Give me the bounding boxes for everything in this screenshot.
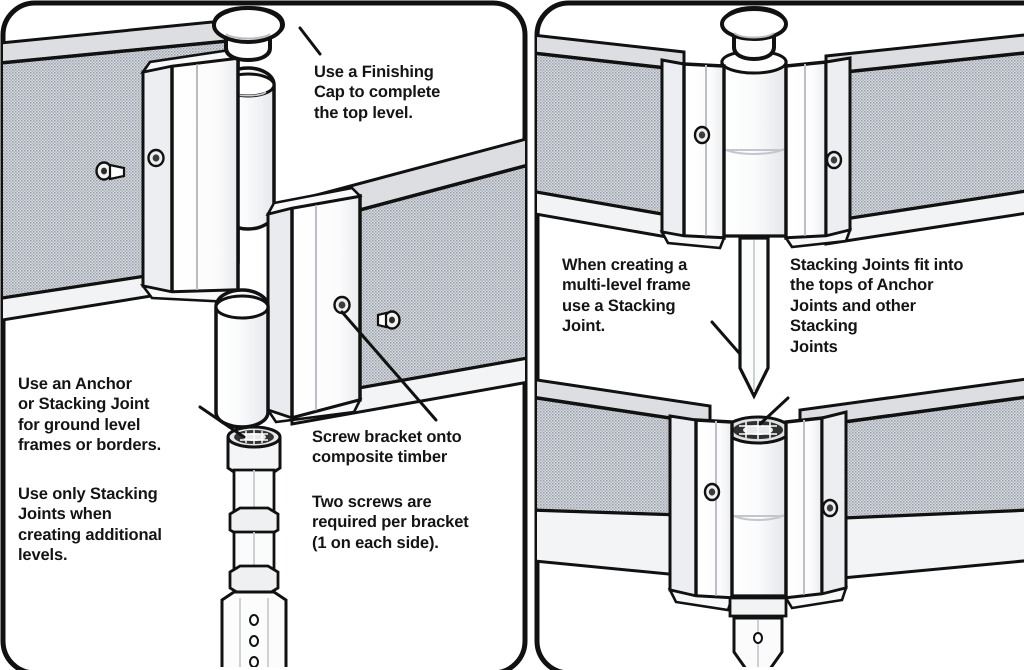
screw-head-upper-right <box>825 150 843 170</box>
stacking-joint-spike <box>738 236 770 400</box>
corner-bracket-right <box>264 186 363 424</box>
leader-finishing-cap <box>298 26 322 56</box>
corner-bracket-left <box>139 48 241 304</box>
panel-left <box>0 0 528 670</box>
screw-head-left-bracket <box>147 148 165 168</box>
joint-sleeve-lower <box>214 288 270 429</box>
callout-stacking-fit: Stacking Joints fit into the tops of Anc… <box>790 256 964 356</box>
callout-screw-bracket: Screw bracket onto composite timber <box>312 428 462 467</box>
finishing-cap <box>211 5 286 63</box>
leader-lines-right <box>710 320 790 426</box>
leader-lines-left <box>198 26 438 439</box>
screw-head-lower-right <box>821 498 839 518</box>
panel-right <box>534 0 1024 670</box>
anchor-socket-ribs <box>234 430 274 444</box>
anchor-stake <box>220 425 288 667</box>
screw-side-left-timber <box>95 161 126 181</box>
callout-multi-level: When creating a multi-level frame use a … <box>562 256 691 336</box>
upper-corner-assembly <box>537 32 1024 250</box>
leader-multi-level <box>710 320 742 356</box>
anchor-joint-socket <box>724 415 792 445</box>
leader-anchor-joint <box>198 405 246 439</box>
anchor-stake-point <box>728 596 788 667</box>
finishing-cap-right <box>720 5 788 62</box>
screw-head-right-bracket <box>333 295 351 315</box>
callout-finishing-cap: Use a Finishing Cap to complete the top … <box>314 63 441 122</box>
callout-two-screws: Two screws are required per bracket (1 o… <box>312 493 469 552</box>
callout-stacking-only: Use only Stacking Joints when creating a… <box>18 485 162 565</box>
anchor-stake-holes <box>249 614 259 667</box>
lower-corner-assembly <box>537 376 1024 612</box>
screw-side-right-timber <box>376 310 401 330</box>
leader-screw-bracket <box>340 310 438 422</box>
screw-head-upper-left <box>693 125 711 145</box>
leader-stacking-fit <box>758 396 790 426</box>
screw-head-lower-left <box>703 482 721 502</box>
callout-anchor-joint: Use an Anchor or Stacking Joint for grou… <box>18 375 162 455</box>
